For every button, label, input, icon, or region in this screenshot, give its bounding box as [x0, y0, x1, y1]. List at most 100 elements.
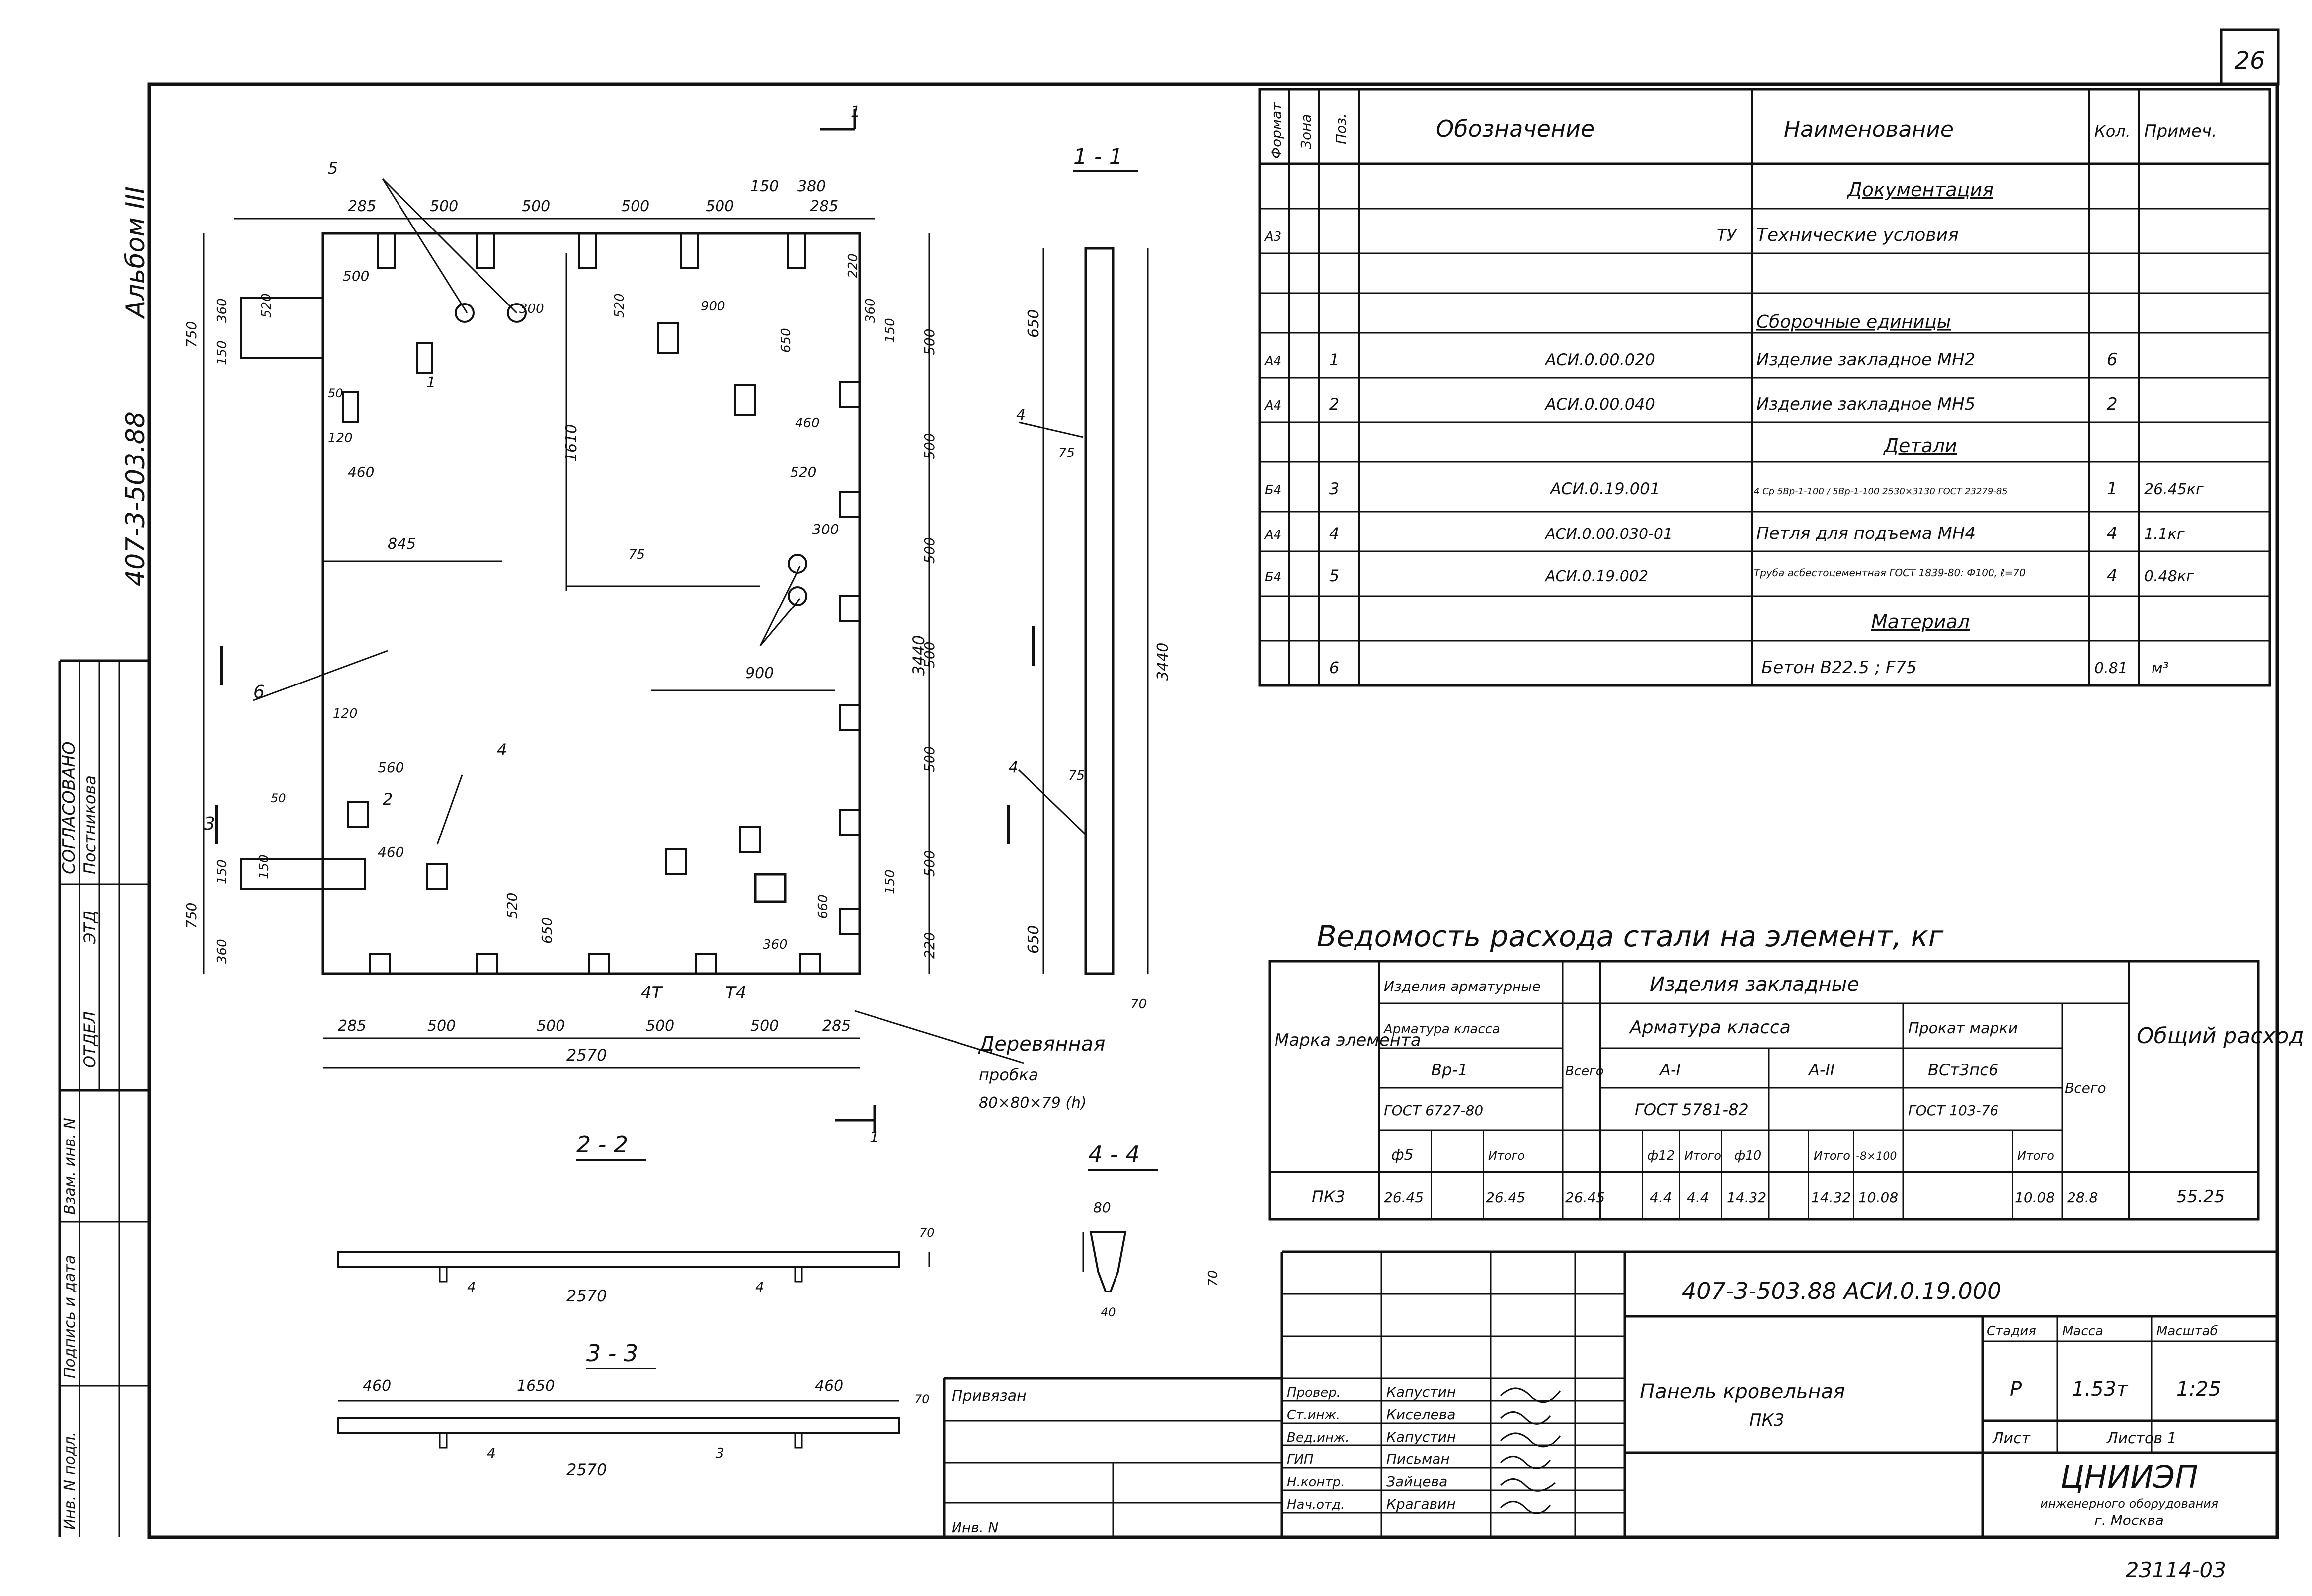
s33-dim-2: 1650	[517, 1377, 555, 1395]
steel-h-vsego2: Всего	[2065, 1080, 2106, 1096]
dim-right-1: 220	[846, 253, 861, 278]
mass-header: Масса	[2062, 1324, 2103, 1339]
scale-value: 1:25	[2176, 1378, 2221, 1401]
spec-row-6-qty: 2	[2107, 394, 2118, 414]
dim-inner-17: 460	[378, 844, 404, 860]
callout-2: 2	[383, 790, 393, 809]
section-title-2-2: 2 - 2	[576, 1131, 628, 1158]
spec-row-12-qty: 0.81	[2094, 660, 2128, 677]
dim-inner-7: 520	[790, 464, 816, 480]
dim-left-2: 150	[215, 340, 230, 365]
s44-top: 80	[1093, 1199, 1111, 1216]
dim-right-2: 360	[863, 298, 878, 323]
sheet-number: 26	[2234, 47, 2265, 75]
dim-left-7: 360	[215, 939, 230, 964]
spec-row-4-name: Сборочные единицы	[1756, 312, 1951, 332]
steel-vsego-arm: 26.45	[1565, 1189, 1605, 1206]
steel-h-ai: А-I	[1659, 1061, 1681, 1079]
steel-itogo-arm: 26.45	[1486, 1189, 1525, 1206]
spec-header-name: Наименование	[1784, 117, 1954, 142]
spec-row-9-qty: 4	[2107, 524, 2118, 543]
steel-h-strip: -8×100	[1856, 1150, 1897, 1163]
spec-row-8-code: АСИ.0.19.001	[1549, 479, 1660, 498]
dim-inner-4: 460	[348, 464, 374, 480]
dim-inner-8: 460	[795, 416, 820, 431]
callout-4t: 4T	[641, 983, 663, 1003]
stage-header: Стадия	[1987, 1324, 2036, 1339]
s22-thickness: 70	[919, 1226, 935, 1240]
dim-right-10: 150	[883, 869, 898, 894]
spec-row-5-qty: 6	[2107, 350, 2118, 370]
role-4: ГИП	[1287, 1452, 1314, 1467]
plan-view: 285 500 500 500 500 150 380 285 285 500 …	[183, 109, 1105, 1133]
role-2: Ст.инж.	[1287, 1408, 1340, 1423]
spec-header-qty: Кол.	[2094, 122, 2131, 141]
series-code: 407-3-503.88	[121, 411, 151, 586]
s22-dim: 2570	[566, 1287, 607, 1305]
spec-row-6-name: Изделие закладное МН5	[1756, 394, 1975, 414]
dept-label: ОТДЕЛ	[80, 1011, 99, 1068]
spec-row-2-format: А3	[1264, 229, 1281, 244]
dim-inner-6: 900	[701, 299, 725, 314]
spec-row-9-code: АСИ.0.00.030-01	[1544, 526, 1673, 543]
inv-orig-label: Инв. N подл.	[61, 1432, 79, 1530]
dim-inner-2: 50	[328, 386, 343, 400]
wood-plug-size: 80×80×79 (h)	[979, 1094, 1087, 1112]
spec-row-9-pos: 4	[1329, 524, 1339, 543]
dim-inner-21: 300	[519, 302, 544, 316]
footer-code: 23114-03	[2126, 1558, 2226, 1582]
total-height: 3440	[909, 635, 928, 676]
spec-row-6-code: АСИ.0.00.040	[1544, 395, 1655, 414]
dim-inner-9: 300	[812, 521, 839, 537]
dim-top-1: 285	[348, 198, 376, 215]
spec-header-code: Обозначение	[1436, 115, 1594, 142]
name-3: Капустин	[1386, 1429, 1456, 1445]
dim-inner-12: 520	[612, 293, 627, 318]
steel-h-itogo2: Итого	[1684, 1149, 1721, 1163]
spec-row-12-name: Бетон В22.5 ; F75	[1761, 658, 1917, 678]
dim-bottom-3: 500	[537, 1017, 565, 1035]
section-title-1-1: 1 - 1	[1073, 144, 1123, 169]
spec-row-6-pos: 2	[1329, 395, 1339, 414]
steel-h-total: Общий расход	[2137, 1023, 2304, 1049]
steel-title: Ведомость расхода стали на элемент, кг	[1317, 919, 1944, 953]
spec-row-8-format: Б4	[1265, 483, 1281, 498]
wood-plug-sub: пробка	[979, 1065, 1038, 1084]
specification-table: Формат Зона Поз. Обозначение Наименовани…	[1258, 88, 2271, 687]
spec-row-2-code: ТУ	[1717, 226, 1738, 245]
s33-thickness: 70	[914, 1392, 930, 1406]
spec-row-5-pos: 1	[1329, 350, 1339, 369]
steel-h-itogo3: Итого	[1814, 1149, 1850, 1163]
steel-table: Ведомость расхода стали на элемент, кг М…	[1268, 919, 2304, 1221]
org-name: ЦНИИЭП	[2060, 1459, 2198, 1495]
bound-label: Привязан	[952, 1387, 1027, 1405]
dim-left-3: 360	[215, 298, 230, 323]
person-name: Постникова	[80, 775, 99, 874]
spec-row-9-note: 1.1кг	[2144, 526, 2185, 543]
scale-header: Масштаб	[2156, 1324, 2218, 1339]
steel-h-gost1: ГОСТ 6727-80	[1384, 1102, 1483, 1119]
dim-right-9: 500	[921, 850, 938, 877]
dim-left-5: 750	[183, 903, 200, 929]
dim-inner-14: 520	[504, 893, 520, 919]
s11-dim-1: 650	[1025, 309, 1042, 338]
section-4-4: 80 40 70	[1082, 1199, 1221, 1319]
dim-bottom-6: 285	[822, 1017, 851, 1035]
dim-bottom-2: 500	[427, 1017, 456, 1035]
dim-right-4: 500	[921, 329, 938, 355]
dim-right-6: 500	[921, 537, 938, 564]
dim-bottom-5: 500	[750, 1017, 779, 1035]
agreed-label: СОГЛАСОВАНО	[59, 741, 79, 874]
steel-mark: ПК3	[1312, 1187, 1345, 1206]
sheets-label: Листов 1	[2106, 1430, 2177, 1447]
dim-right-8: 500	[921, 746, 938, 772]
name-5: Зайцева	[1386, 1473, 1447, 1490]
spec-row-10-note: 0.48кг	[2144, 568, 2194, 585]
dim-inner-10: 75	[629, 547, 645, 562]
dim-top-7: 380	[797, 178, 826, 195]
dim-left-4: 520	[259, 293, 274, 318]
spec-row-6-format: А4	[1264, 398, 1281, 413]
s11-callout-2: 4	[1009, 759, 1018, 776]
name-4: Письман	[1386, 1451, 1450, 1467]
